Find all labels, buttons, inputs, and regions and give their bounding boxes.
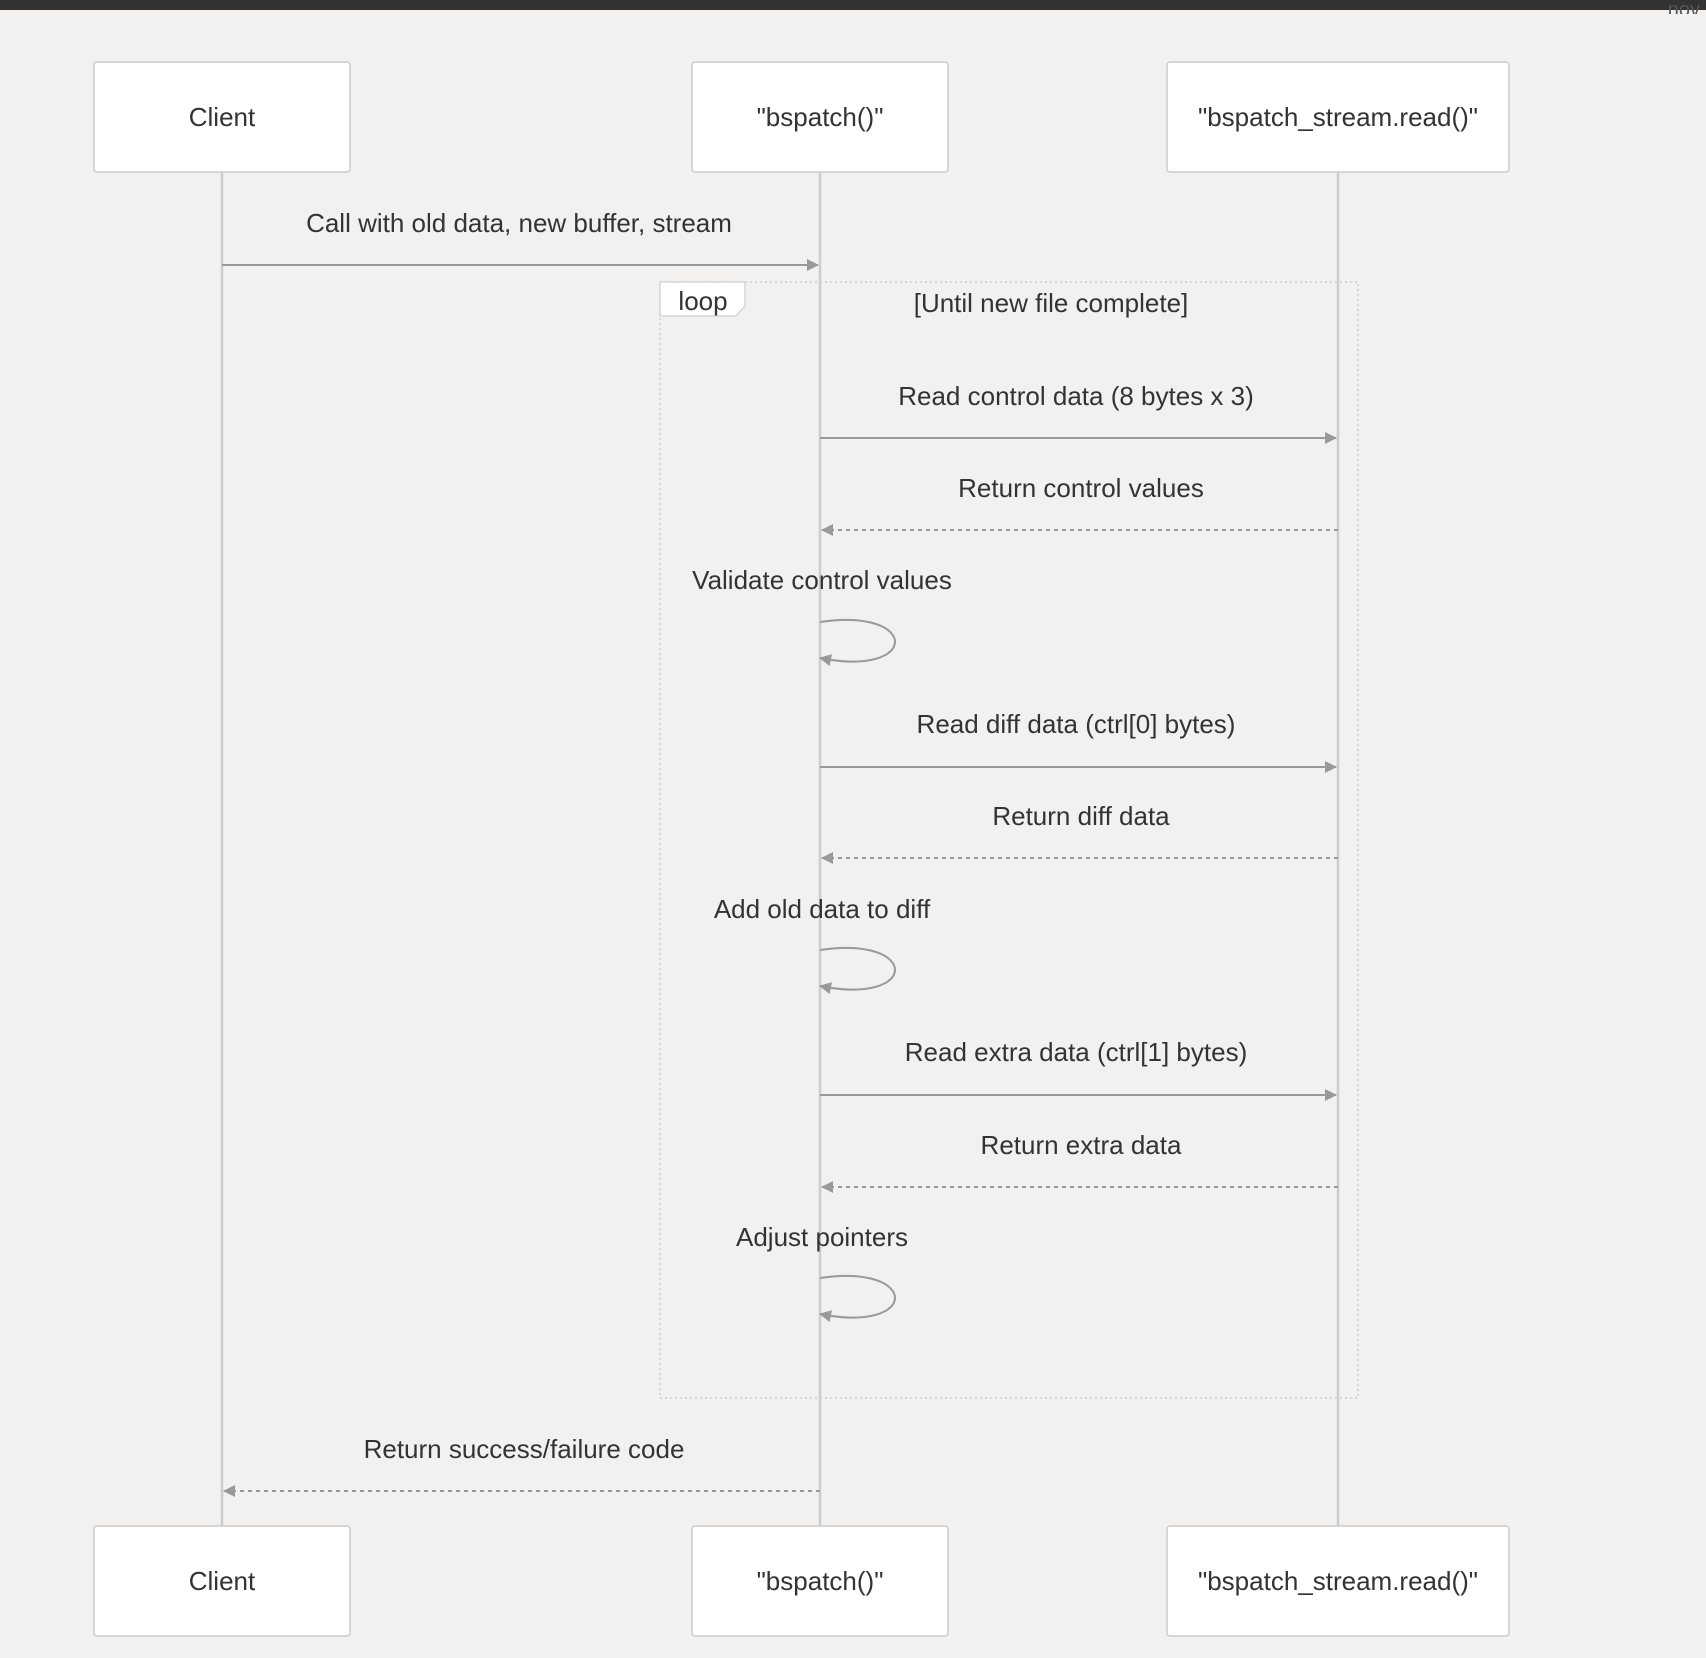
message-label: Return extra data (981, 1130, 1182, 1160)
participant-stream-bottom: "bspatch_stream.read()" (1166, 1525, 1510, 1637)
participant-client-bottom: Client (93, 1525, 351, 1637)
loop-frame (659, 281, 1359, 1399)
message-label: Call with old data, new buffer, stream (306, 208, 732, 238)
message-return-control: Return control values (821, 473, 1338, 536)
message-label: Return control values (958, 473, 1204, 503)
self-loop-arrow (819, 618, 896, 667)
message-label: Read control data (8 bytes x 3) (898, 381, 1254, 411)
message-read-extra: Read extra data (ctrl[1] bytes) (820, 1037, 1337, 1101)
message-return-diff: Return diff data (821, 801, 1338, 864)
participant-label: "bspatch()" (757, 102, 884, 132)
message-label: Return diff data (992, 801, 1170, 831)
self-loop-arrow (819, 946, 896, 995)
message-return-extra: Return extra data (821, 1130, 1338, 1193)
loop-condition: [Until new file complete] (914, 288, 1189, 318)
message-validate-control: Validate control values (692, 565, 952, 667)
participant-stream-top: "bspatch_stream.read()" (1166, 61, 1510, 173)
message-label: Validate control values (692, 565, 952, 595)
participant-client-top: Client (93, 61, 351, 173)
message-adjust-pointers: Adjust pointers (736, 1222, 908, 1323)
window-top-bar (0, 0, 1706, 10)
message-return-result: Return success/failure code (223, 1434, 820, 1497)
participant-label: Client (189, 102, 256, 132)
loop-label-tab (659, 281, 746, 317)
message-label: Adjust pointers (736, 1222, 908, 1252)
participant-label: "bspatch_stream.read()" (1198, 102, 1478, 132)
participant-label: Client (189, 1566, 256, 1596)
participant-bspatch-top: "bspatch()" (691, 61, 949, 173)
message-label: Read extra data (ctrl[1] bytes) (905, 1037, 1247, 1067)
corner-text: nov (1667, 0, 1700, 14)
participant-bspatch-bottom: "bspatch()" (691, 1525, 949, 1637)
message-add-old-data: Add old data to diff (714, 894, 931, 995)
message-read-diff: Read diff data (ctrl[0] bytes) (820, 709, 1337, 773)
loop-label: loop (678, 286, 727, 316)
participant-label: "bspatch()" (757, 1566, 884, 1596)
self-loop-arrow (819, 1274, 896, 1323)
message-call-bspatch: Call with old data, new buffer, stream (222, 208, 819, 271)
participant-label: "bspatch_stream.read()" (1198, 1566, 1478, 1596)
message-label: Read diff data (ctrl[0] bytes) (917, 709, 1236, 739)
message-label: Return success/failure code (364, 1434, 685, 1464)
message-read-control: Read control data (8 bytes x 3) (820, 381, 1337, 444)
message-label: Add old data to diff (714, 894, 931, 924)
